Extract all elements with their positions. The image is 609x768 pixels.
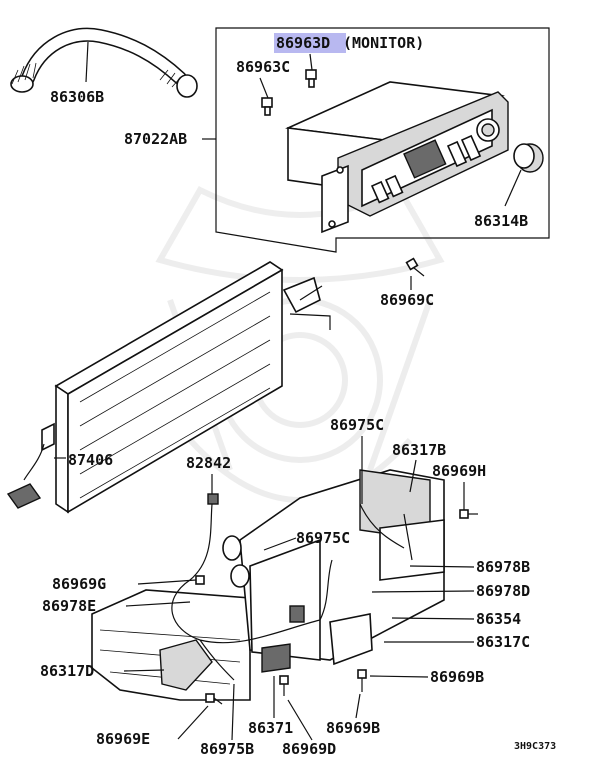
label-relay: 86354 bbox=[476, 610, 521, 628]
label-screw-e: 86969E bbox=[96, 730, 150, 748]
leader-screw-e bbox=[177, 705, 209, 740]
label-panel-screw: 86969C bbox=[380, 291, 434, 309]
leader-hose bbox=[85, 41, 89, 83]
label-screw-b2: 86969B bbox=[326, 719, 380, 737]
leader-harness-c2 bbox=[263, 537, 297, 551]
leader-knob bbox=[504, 169, 522, 207]
leader-relay bbox=[391, 617, 475, 620]
panel-screw-part bbox=[405, 257, 425, 277]
label-clip-b: 86978B bbox=[476, 558, 530, 576]
screw-parts bbox=[195, 509, 478, 705]
label-blower-c: 86317C bbox=[476, 633, 530, 651]
label-hose: 86306B bbox=[50, 88, 104, 106]
label-monitor-part: 86963D bbox=[276, 34, 330, 52]
leader-clip-d bbox=[371, 590, 475, 593]
highlight-box bbox=[274, 33, 346, 53]
control-panel-callout-box bbox=[215, 27, 550, 253]
label-sensor: 82842 bbox=[186, 454, 231, 472]
label-harness-c2: 86975C bbox=[296, 529, 350, 547]
label-monitor-screw: 86963C bbox=[236, 58, 290, 76]
label-monitor-note: (MONITOR) bbox=[343, 34, 424, 52]
label-blower-b: 86317B bbox=[392, 441, 446, 459]
knob-part bbox=[513, 143, 544, 173]
wire-harness bbox=[171, 503, 333, 681]
leader-clip-e bbox=[125, 601, 191, 607]
label-blower-d: 86317D bbox=[40, 662, 94, 680]
leader-monitor-screw bbox=[259, 77, 269, 99]
label-harness-c: 86975C bbox=[330, 416, 384, 434]
display-unit-part bbox=[6, 261, 331, 514]
hose-part bbox=[10, 27, 198, 98]
label-screw-g: 86969G bbox=[52, 575, 106, 593]
leader-screw-b bbox=[369, 675, 429, 678]
sensor-part bbox=[207, 493, 219, 505]
label-clip-d: 86978D bbox=[476, 582, 530, 600]
label-screw-d: 86969D bbox=[282, 740, 336, 758]
label-clip-e: 86978E bbox=[42, 597, 96, 615]
control-panel-part bbox=[285, 81, 509, 234]
label-knob: 86314B bbox=[474, 212, 528, 230]
leader-blower-b bbox=[409, 459, 417, 493]
leader-monitor bbox=[309, 53, 313, 71]
label-display-unit: 87406 bbox=[68, 451, 113, 469]
label-screw-h: 86969H bbox=[432, 462, 486, 480]
label-harness-b: 86975B bbox=[200, 740, 254, 758]
monitor-screw-part bbox=[261, 69, 317, 116]
label-control-panel: 87022AB bbox=[124, 130, 187, 148]
leader-blower-d bbox=[123, 669, 165, 672]
leader-screw-b2 bbox=[355, 693, 361, 719]
label-resistor: 86371 bbox=[248, 719, 293, 737]
leader-clip-b bbox=[409, 565, 475, 568]
heater-assembly-part bbox=[91, 469, 445, 701]
label-screw-b: 86969B bbox=[430, 668, 484, 686]
diagram-code: 3H9C373 bbox=[514, 741, 556, 752]
leader-harness-b bbox=[231, 683, 235, 741]
wire-harness-upper bbox=[359, 503, 413, 561]
leader-screw-g bbox=[137, 579, 197, 585]
leader-screw-d bbox=[287, 699, 313, 741]
